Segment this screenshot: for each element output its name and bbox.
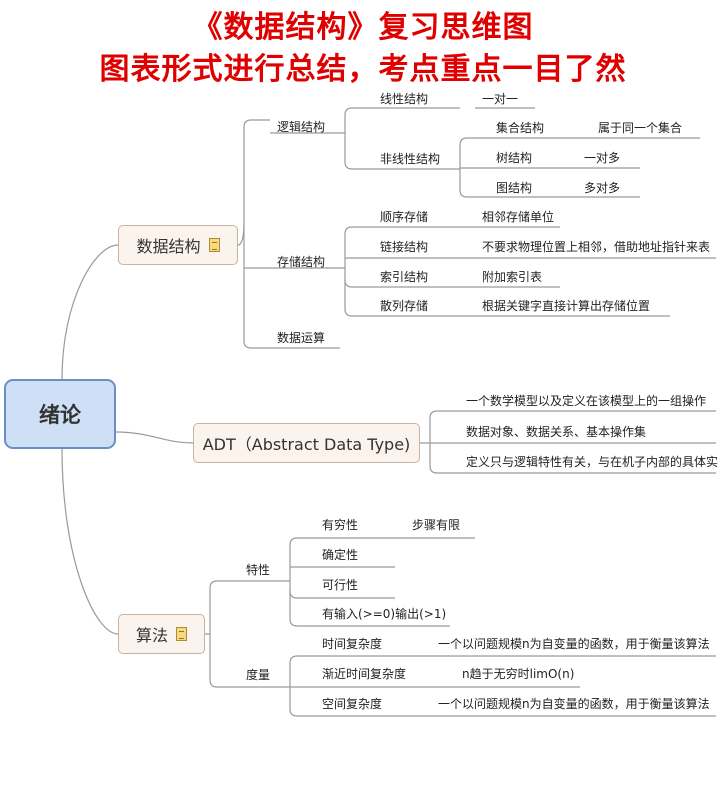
node-sequential-desc[interactable]: 相邻存储单位 — [482, 210, 555, 224]
topic-data-structure[interactable]: 数据结构 — [118, 225, 238, 265]
nonlinear-to-set — [459, 137, 490, 169]
node-logic-structure[interactable]: 逻辑结构 — [277, 120, 326, 134]
note-icon[interactable] — [208, 238, 220, 252]
storage-to-hash — [344, 280, 375, 317]
topic-adt-label: ADT（Abstract Data Type) — [202, 435, 411, 454]
traits-to-io — [289, 590, 320, 627]
node-hash-desc[interactable]: 根据关键字直接计算出存储位置 — [482, 299, 651, 313]
node-nonlinear-structure[interactable]: 非线性结构 — [380, 152, 441, 166]
node-asymptotic-desc[interactable]: n趋于无穷时limO(n) — [462, 667, 575, 681]
title-line-2: 图表形式进行总结，考点重点一目了然 — [99, 52, 627, 87]
node-adt-components[interactable]: 数据对象、数据关系、基本操作集 — [466, 425, 647, 439]
node-adt-logic[interactable]: 定义只与逻辑特性有关，与在机子内部的具体实 — [466, 455, 719, 469]
traits-to-feasible — [289, 581, 320, 599]
logic-to-nonlinear — [344, 133, 375, 170]
node-storage-structure[interactable]: 存储结构 — [277, 255, 326, 269]
node-time-complexity-desc[interactable]: 一个以问题规模n为自变量的函数，用于衡量该算法 — [438, 637, 710, 651]
node-linked-desc[interactable]: 不要求物理位置上相邻，借助地址指针来表 — [482, 240, 711, 254]
measure-to-time — [285, 655, 320, 688]
ds-to-logic — [237, 119, 270, 246]
logic-to-linear — [340, 107, 375, 134]
adt-to-1 — [420, 410, 716, 444]
node-data-operations[interactable]: 数据运算 — [277, 331, 326, 345]
algo-to-traits — [205, 580, 240, 635]
topic-data-structure-label: 数据结构 — [136, 237, 201, 256]
title-line-1: 《数据结构》复习思维图 — [192, 10, 534, 45]
node-set-desc[interactable]: 属于同一个集合 — [598, 121, 683, 135]
node-graph-desc[interactable]: 多对多 — [584, 181, 621, 195]
node-time-complexity[interactable]: 时间复杂度 — [322, 637, 383, 651]
root-to-ds-line — [61, 244, 119, 380]
topic-algorithm[interactable]: 算法 — [118, 614, 205, 654]
adt-to-3 — [429, 443, 716, 474]
node-one-to-one[interactable]: 一对一 — [482, 92, 519, 106]
node-space-complexity[interactable]: 空间复杂度 — [322, 697, 383, 711]
traits-to-finite — [285, 537, 320, 582]
node-set-structure[interactable]: 集合结构 — [496, 121, 545, 135]
node-adt-definition[interactable]: 一个数学模型以及定义在该模型上的一组操作 — [466, 394, 707, 408]
node-sequential-storage[interactable]: 顺序存储 — [380, 210, 429, 224]
root-node[interactable]: 绪论 — [4, 379, 116, 449]
node-graph-structure[interactable]: 图结构 — [496, 181, 533, 195]
node-index-storage[interactable]: 索引结构 — [380, 270, 429, 284]
ds-to-ops — [243, 225, 270, 349]
root-to-adt-line — [115, 431, 194, 444]
root-to-algo-line — [61, 448, 119, 635]
note-icon[interactable] — [176, 627, 187, 641]
topic-algorithm-label: 算法 — [135, 626, 168, 645]
algo-to-measure — [209, 634, 240, 688]
node-finiteness[interactable]: 有穷性 — [322, 518, 359, 532]
node-input-output[interactable]: 有输入(>=0)输出(>1) — [322, 607, 447, 621]
topic-adt[interactable]: ADT（Abstract Data Type) — [193, 423, 420, 463]
node-tree-desc[interactable]: 一对多 — [584, 151, 621, 165]
node-tree-structure[interactable]: 树结构 — [496, 151, 533, 165]
measure-to-space — [289, 687, 320, 717]
storage-to-seq — [340, 226, 375, 269]
node-space-complexity-desc[interactable]: 一个以问题规模n为自变量的函数，用于衡量该算法 — [438, 697, 710, 711]
node-measurement[interactable]: 度量 — [246, 668, 271, 682]
node-linked-storage[interactable]: 链接结构 — [380, 240, 429, 254]
node-hash-storage[interactable]: 散列存储 — [380, 299, 429, 313]
node-finiteness-desc[interactable]: 步骤有限 — [412, 518, 461, 532]
nonlinear-to-graph — [459, 169, 490, 198]
node-characteristics[interactable]: 特性 — [246, 563, 271, 577]
root-label: 绪论 — [39, 403, 81, 427]
node-index-desc[interactable]: 附加索引表 — [482, 270, 543, 284]
node-asymptotic-complexity[interactable]: 渐近时间复杂度 — [322, 667, 407, 681]
node-feasibility[interactable]: 可行性 — [322, 578, 359, 592]
node-linear-structure[interactable]: 线性结构 — [380, 92, 429, 106]
node-definiteness[interactable]: 确定性 — [322, 548, 359, 562]
storage-to-index — [344, 268, 375, 288]
